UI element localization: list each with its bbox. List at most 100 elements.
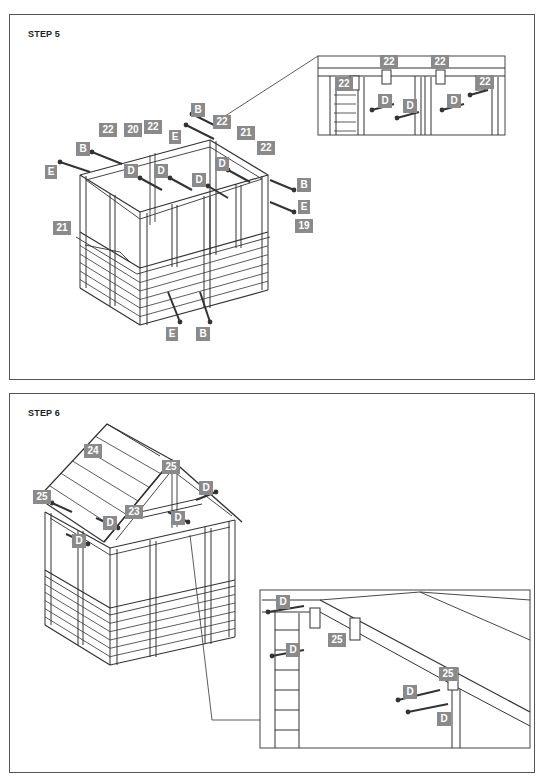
post xyxy=(86,176,87,288)
back-gable xyxy=(107,424,160,456)
step-title: STEP 6 xyxy=(28,408,60,418)
callout-label: 20 xyxy=(124,123,141,137)
callout-label: 19 xyxy=(295,219,312,233)
plank-line xyxy=(110,595,235,624)
post xyxy=(51,513,52,625)
front-rafter-inner xyxy=(116,470,232,540)
callout-label: D xyxy=(403,99,416,113)
counter xyxy=(85,245,130,262)
base-line xyxy=(45,625,235,665)
callout-label: 22 xyxy=(213,115,230,129)
post xyxy=(421,77,422,135)
callout-label: 25 xyxy=(439,667,456,681)
bolt xyxy=(228,170,250,182)
post xyxy=(156,541,157,657)
bolt-head xyxy=(292,188,297,193)
bracket xyxy=(382,70,391,84)
post xyxy=(147,213,148,325)
ladder-rung xyxy=(275,730,299,731)
callout-label: 24 xyxy=(84,444,101,458)
plank-line xyxy=(110,603,235,632)
top-frame xyxy=(80,140,268,212)
ladder-rung xyxy=(275,630,299,631)
bolt-head xyxy=(90,150,95,155)
bolt-head xyxy=(184,123,189,128)
callout-label: 22 xyxy=(431,55,448,69)
ladder-rung xyxy=(275,670,299,671)
bolt xyxy=(208,186,228,198)
post xyxy=(330,76,331,135)
bolt xyxy=(92,152,122,164)
ladder-rung xyxy=(334,104,356,105)
bolt-head xyxy=(86,542,91,547)
plank-line xyxy=(96,436,161,473)
bracket xyxy=(350,618,360,640)
callout-label: E xyxy=(166,327,179,341)
callout-label: D xyxy=(171,511,184,525)
callout-label: B xyxy=(191,103,204,117)
collar-beam xyxy=(140,498,202,512)
post xyxy=(299,613,300,748)
bolt-head xyxy=(168,176,173,181)
bolt-head xyxy=(58,160,63,165)
bolt xyxy=(200,292,210,322)
callout-label: 22 xyxy=(99,123,116,137)
post xyxy=(229,521,230,637)
callout-label: D xyxy=(154,164,167,178)
post xyxy=(204,196,205,308)
callout-label: B xyxy=(297,178,310,192)
callout-label: E xyxy=(45,165,58,179)
ladder-rung xyxy=(275,710,299,711)
post xyxy=(236,184,237,248)
plank-line xyxy=(61,473,127,514)
callout-label: B xyxy=(76,142,89,156)
callout-label: 25 xyxy=(328,633,345,647)
callout-label: 23 xyxy=(125,505,142,519)
bolt-head xyxy=(370,108,375,113)
post xyxy=(275,612,276,748)
callout-label: B xyxy=(196,327,209,341)
post xyxy=(110,548,111,665)
post xyxy=(241,185,242,248)
post xyxy=(460,689,461,748)
bolt xyxy=(52,503,72,512)
callout-label: E xyxy=(169,130,182,144)
post xyxy=(364,77,365,135)
post xyxy=(177,205,178,267)
post xyxy=(431,77,432,135)
post xyxy=(83,531,84,645)
bolt-head xyxy=(178,320,183,325)
post xyxy=(205,527,206,644)
callout-label: D xyxy=(215,157,228,171)
roof-rafter xyxy=(262,612,530,726)
bolts xyxy=(50,90,488,714)
plank-line xyxy=(73,461,139,501)
ladder-rung xyxy=(275,690,299,691)
detail-inset xyxy=(260,590,530,748)
top-frame-inner xyxy=(50,518,230,555)
callout-label: D xyxy=(378,94,391,108)
callout-label: 21 xyxy=(237,126,254,140)
callout-label: 25 xyxy=(33,490,50,504)
inset-details xyxy=(262,68,530,748)
leader-line xyxy=(190,535,260,720)
back-post xyxy=(150,155,151,225)
detail-inset xyxy=(318,56,505,135)
post xyxy=(172,204,173,267)
roof-panel xyxy=(38,424,172,542)
roof-edge xyxy=(320,592,530,640)
callout-label: 25 xyxy=(162,460,179,474)
bolt-head xyxy=(214,490,219,495)
bolt-head xyxy=(292,210,297,215)
callout-label: D xyxy=(72,534,85,548)
step6-house xyxy=(38,424,260,720)
bolt xyxy=(170,178,192,190)
roof-rafter xyxy=(262,600,530,712)
post xyxy=(425,76,426,135)
plank-line xyxy=(110,629,235,657)
base-line xyxy=(80,288,268,325)
callout-label: 22 xyxy=(380,55,397,69)
callout-label: D xyxy=(192,173,205,187)
